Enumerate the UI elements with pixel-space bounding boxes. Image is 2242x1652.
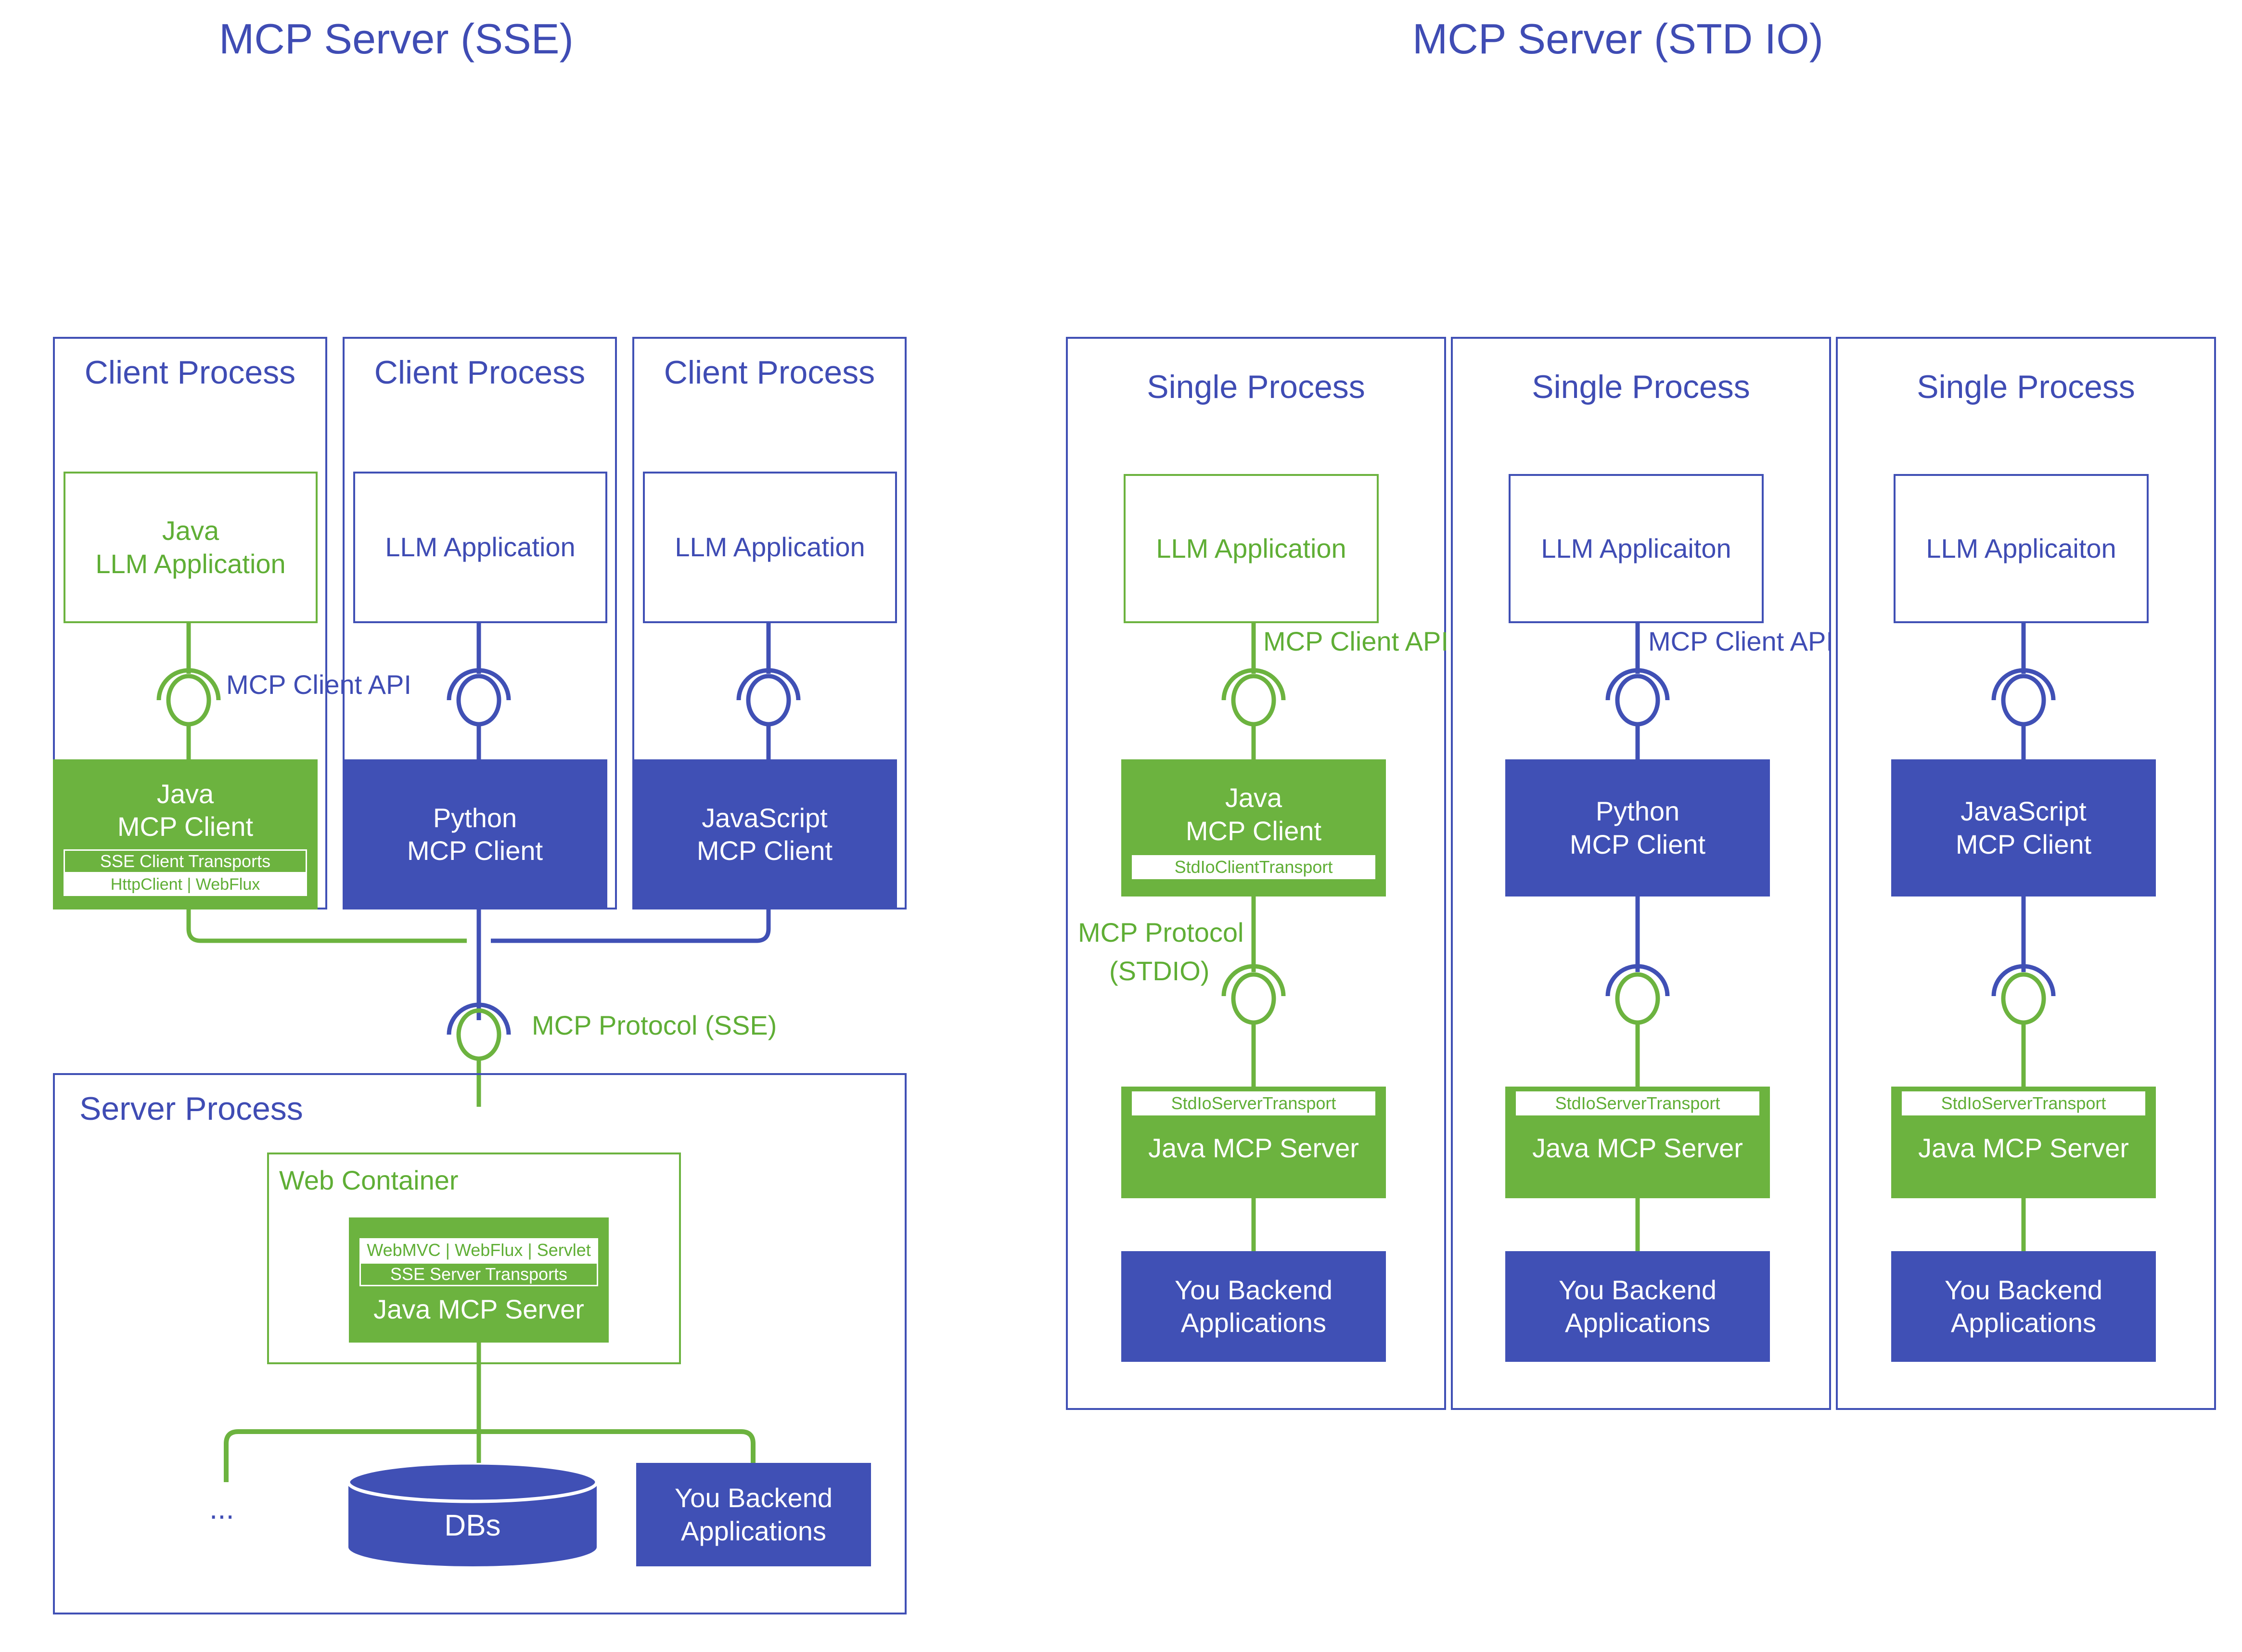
client-process-1-label: Client Process — [84, 354, 296, 391]
server-process-box — [53, 1073, 907, 1614]
java-mcp-server-box: WebMVC | WebFlux | Servlet SSE Server Tr… — [349, 1217, 609, 1343]
mcp-client-box-2: Python MCP Client — [343, 759, 607, 909]
mcp-protocol-stdio-label-line2: (STDIO) — [1109, 956, 1210, 986]
backend-line2: Applications — [1951, 1307, 2096, 1338]
backend-line1: You Backend — [675, 1483, 833, 1513]
mcp-client-line2: MCP Client — [1955, 829, 2092, 859]
llm-application-box-r2: LLM Applicaiton — [1509, 474, 1764, 623]
mcp-client-line1: Java — [1225, 782, 1282, 813]
llm-application-box-3: LLM Application — [643, 472, 897, 623]
backend-applications-box-r2: You Backend Applications — [1505, 1251, 1770, 1362]
mcp-protocol-stdio-label-line1: MCP Protocol — [1078, 917, 1244, 948]
mcp-client-box-r2: Python MCP Client — [1505, 759, 1770, 896]
java-mcp-server-title: Java MCP Server — [1918, 1132, 2129, 1163]
right-panel-title: MCP Server (STD IO) — [1412, 15, 1824, 63]
java-mcp-server-title: Java MCP Server — [1148, 1132, 1359, 1163]
mcp-client-box-3: JavaScript MCP Client — [632, 759, 897, 909]
mcp-client-api-label-r1: MCP Client API — [1263, 626, 1448, 656]
mcp-client-box-r3: JavaScript MCP Client — [1891, 759, 2156, 896]
mcp-client-line2: MCP Client — [1569, 829, 1706, 859]
mcp-protocol-sse-label: MCP Protocol (SSE) — [532, 1010, 777, 1040]
mcp-client-line1: Python — [433, 802, 517, 833]
backend-line1: You Backend — [1559, 1274, 1717, 1305]
dbs-cylinder: DBs — [346, 1463, 600, 1566]
backend-line2: Applications — [681, 1515, 826, 1546]
single-process-2 — [1451, 337, 1831, 1410]
ellipsis-label: ... — [209, 1492, 234, 1525]
client-process-3-label: Client Process — [664, 354, 875, 391]
web-container-label: Web Container — [279, 1165, 459, 1195]
left-panel-title: MCP Server (SSE) — [219, 15, 574, 63]
server-process-label: Server Process — [79, 1090, 303, 1127]
java-mcp-server-title: Java MCP Server — [1532, 1132, 1743, 1163]
stdio-client-transport-strip: StdIoClientTransport — [1132, 855, 1375, 879]
webmvc-webflux-servlet-strip: WebMVC | WebFlux | Servlet — [359, 1238, 598, 1262]
stdio-server-transport-strip: StdIoServerTransport — [1902, 1091, 2145, 1115]
llm-application-box-r1: LLM Application — [1124, 474, 1379, 623]
sse-server-transports-strip: SSE Server Transports — [359, 1262, 598, 1286]
llm-application-box-1: Java LLM Application — [64, 472, 318, 623]
mcp-client-line1: Python — [1595, 796, 1680, 827]
java-mcp-server-title: Java MCP Server — [373, 1293, 584, 1324]
mcp-client-line1: JavaScript — [702, 802, 828, 833]
java-mcp-server-box-r1: StdIoServerTransport Java MCP Server — [1121, 1087, 1386, 1198]
web-container-box — [267, 1153, 681, 1364]
backend-applications-box-r1: You Backend Applications — [1121, 1251, 1386, 1362]
sse-client-transports-strip: SSE Client Transports — [64, 849, 307, 873]
mcp-client-line2: MCP Client — [696, 835, 833, 866]
single-process-3-label: Single Process — [1917, 369, 2135, 405]
llm-application-line1: LLM Applicaiton — [1926, 533, 2116, 563]
backend-line2: Applications — [1565, 1307, 1710, 1338]
backend-line1: You Backend — [1945, 1274, 2102, 1305]
stdio-server-transport-strip: StdIoServerTransport — [1516, 1091, 1759, 1115]
llm-application-line2: LLM Application — [95, 548, 286, 579]
llm-application-line1: LLM Application — [385, 532, 576, 563]
mcp-client-api-label-1: MCP Client API — [226, 669, 411, 700]
single-process-2-label: Single Process — [1532, 369, 1750, 405]
java-mcp-server-box-r2: StdIoServerTransport Java MCP Server — [1505, 1087, 1770, 1198]
mcp-client-line2: MCP Client — [117, 811, 254, 842]
mcp-client-box-r1: Java MCP Client StdIoClientTransport — [1121, 759, 1386, 896]
llm-application-line1: LLM Applicaiton — [1541, 533, 1731, 563]
stdio-server-transport-strip: StdIoServerTransport — [1132, 1091, 1375, 1115]
httpclient-webflux-strip: HttpClient | WebFlux — [64, 873, 307, 896]
mcp-client-line1: JavaScript — [1960, 796, 2087, 827]
backend-line1: You Backend — [1175, 1274, 1332, 1305]
llm-application-line1: Java — [162, 515, 219, 546]
llm-application-box-2: LLM Application — [353, 472, 607, 623]
mcp-client-api-label-r2: MCP Client API — [1648, 626, 1833, 656]
llm-application-line1: LLM Application — [675, 532, 865, 563]
mcp-client-box-1: Java MCP Client SSE Client Transports Ht… — [53, 759, 318, 909]
mcp-client-line2: MCP Client — [407, 835, 543, 866]
backend-applications-box-left: You Backend Applications — [636, 1463, 871, 1566]
java-mcp-server-box-r3: StdIoServerTransport Java MCP Server — [1891, 1087, 2156, 1198]
dbs-label: DBs — [444, 1509, 501, 1542]
backend-line2: Applications — [1181, 1307, 1326, 1338]
client-process-2-label: Client Process — [374, 354, 586, 391]
single-process-3 — [1836, 337, 2216, 1410]
backend-applications-box-r3: You Backend Applications — [1891, 1251, 2156, 1362]
single-process-1-label: Single Process — [1147, 369, 1365, 405]
single-process-1 — [1066, 337, 1446, 1410]
llm-application-box-r3: LLM Applicaiton — [1894, 474, 2149, 623]
mcp-client-line2: MCP Client — [1185, 815, 1322, 846]
mcp-client-line1: Java — [156, 779, 214, 809]
llm-application-line1: LLM Application — [1156, 533, 1346, 563]
